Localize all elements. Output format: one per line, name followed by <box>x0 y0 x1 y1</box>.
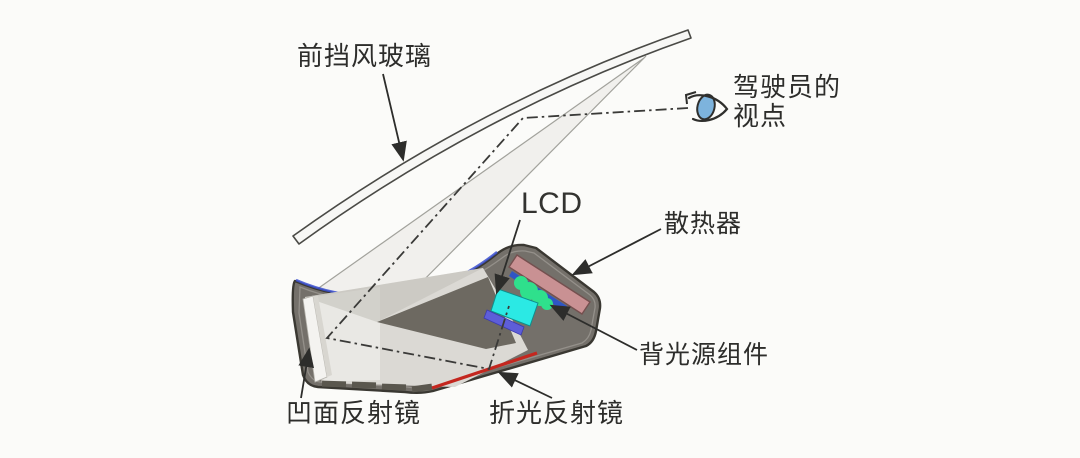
windshield-arrow <box>382 73 407 162</box>
optical-axis-dashdot <box>325 107 689 371</box>
heatsink-label: 散热器 <box>664 210 743 238</box>
cone-edge-right <box>402 55 647 302</box>
windshield-glass <box>292 29 692 245</box>
projection-cone-wedge <box>306 57 645 301</box>
concave-mirror-edge-shade <box>313 296 332 377</box>
windshield-label: 前挡风玻璃 <box>297 41 433 71</box>
folding-mirror-strip <box>431 351 538 390</box>
driver-viewpoint-label-line1: 驾驶员的 <box>733 72 842 102</box>
light-path-upper-band <box>305 268 483 322</box>
folding-mirror-arrow <box>497 371 553 399</box>
housing-shadow-quad <box>377 277 516 349</box>
backlight-led-blob <box>514 276 553 310</box>
annotation-arrows <box>298 73 662 399</box>
heatsink-slab <box>508 254 591 315</box>
folding-mirror-label: 折光反射镜 <box>489 398 625 428</box>
lcd-panel <box>490 288 539 327</box>
cone-edge-left <box>305 57 645 298</box>
lcd-label: LCD <box>521 187 583 220</box>
backlight-arrow <box>549 304 638 351</box>
concave-mirror-label: 凹面反射镜 <box>286 398 422 428</box>
heatsink-arrow <box>571 228 662 276</box>
lcd-arrow <box>494 219 521 295</box>
driver-viewpoint-label: 驾驶员的 视点 <box>733 72 842 132</box>
backlight-label: 背光源组件 <box>639 341 770 369</box>
concave-mirror-arrow <box>298 347 315 399</box>
driver-viewpoint-label-line2: 视点 <box>733 101 788 132</box>
housing-bottom-tabs <box>321 380 433 393</box>
eye-icon <box>684 91 729 122</box>
